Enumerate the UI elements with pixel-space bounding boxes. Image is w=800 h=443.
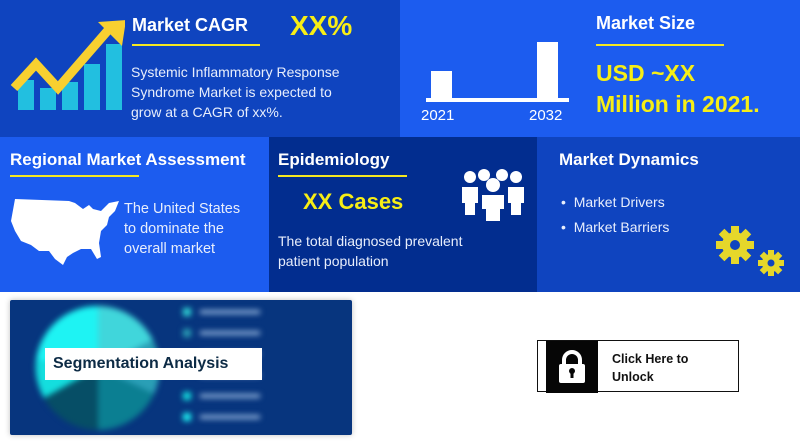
market-dynamics-panel: Market Dynamics • Market Drivers • Marke… bbox=[537, 137, 800, 292]
market-size-title: Market Size bbox=[596, 13, 696, 33]
regional-desc-line: The United States bbox=[124, 201, 241, 217]
epidemiology-desc-line: patient population bbox=[278, 253, 389, 269]
usa-map-icon bbox=[11, 199, 119, 265]
bar-chart-icon bbox=[426, 42, 569, 102]
title-underline bbox=[278, 175, 407, 177]
cagr-desc-line: grow at a CAGR of xx%. bbox=[131, 104, 283, 120]
market-cagr-title: Market CAGR bbox=[132, 15, 249, 35]
lock-icon bbox=[559, 350, 585, 383]
market-cagr-panel: Market CAGR XX% Systemic Inflammatory Re… bbox=[0, 0, 400, 137]
regional-desc-line: overall market bbox=[124, 241, 216, 257]
chart-label-2021: 2021 bbox=[421, 107, 455, 124]
dynamics-list-item: • Market Drivers bbox=[561, 194, 665, 210]
market-size-panel: 2021 2032 Market Size USD ~XX Million in… bbox=[400, 0, 800, 137]
cagr-desc-line: Systemic Inflammatory Response bbox=[131, 64, 340, 80]
epidemiology-desc-line: The total diagnosed prevalent bbox=[278, 233, 463, 249]
epidemiology-value: XX Cases bbox=[303, 189, 404, 214]
unlock-button[interactable]: Click Here to Unlock bbox=[537, 340, 739, 393]
market-cagr-value: XX% bbox=[290, 10, 353, 41]
unlock-label-line: Unlock bbox=[612, 370, 654, 384]
regional-panel: Regional Market Assessment The United St… bbox=[0, 137, 269, 292]
growth-chart-icon bbox=[10, 20, 125, 110]
cagr-desc-line: Syndrome Market is expected to bbox=[131, 84, 332, 100]
segmentation-title: Segmentation Analysis bbox=[45, 348, 262, 380]
title-underline bbox=[132, 44, 260, 46]
chart-label-2032: 2032 bbox=[529, 107, 563, 124]
unlock-label-line: Click Here to bbox=[612, 352, 689, 366]
epidemiology-panel: Epidemiology XX Cases The total diagnose… bbox=[269, 137, 537, 292]
gears-icon bbox=[716, 226, 784, 276]
market-size-value-line: USD ~XX bbox=[596, 60, 696, 86]
title-underline bbox=[10, 175, 139, 177]
market-size-value-line: Million in 2021. bbox=[596, 91, 760, 117]
regional-title: Regional Market Assessment bbox=[10, 150, 246, 169]
title-underline bbox=[596, 44, 724, 46]
regional-desc-line: to dominate the bbox=[124, 221, 224, 237]
lock-icon-box bbox=[546, 341, 598, 393]
dynamics-list-item: • Market Barriers bbox=[561, 219, 670, 235]
epidemiology-title: Epidemiology bbox=[278, 150, 390, 169]
people-group-icon bbox=[462, 169, 524, 221]
market-dynamics-title: Market Dynamics bbox=[559, 150, 699, 169]
